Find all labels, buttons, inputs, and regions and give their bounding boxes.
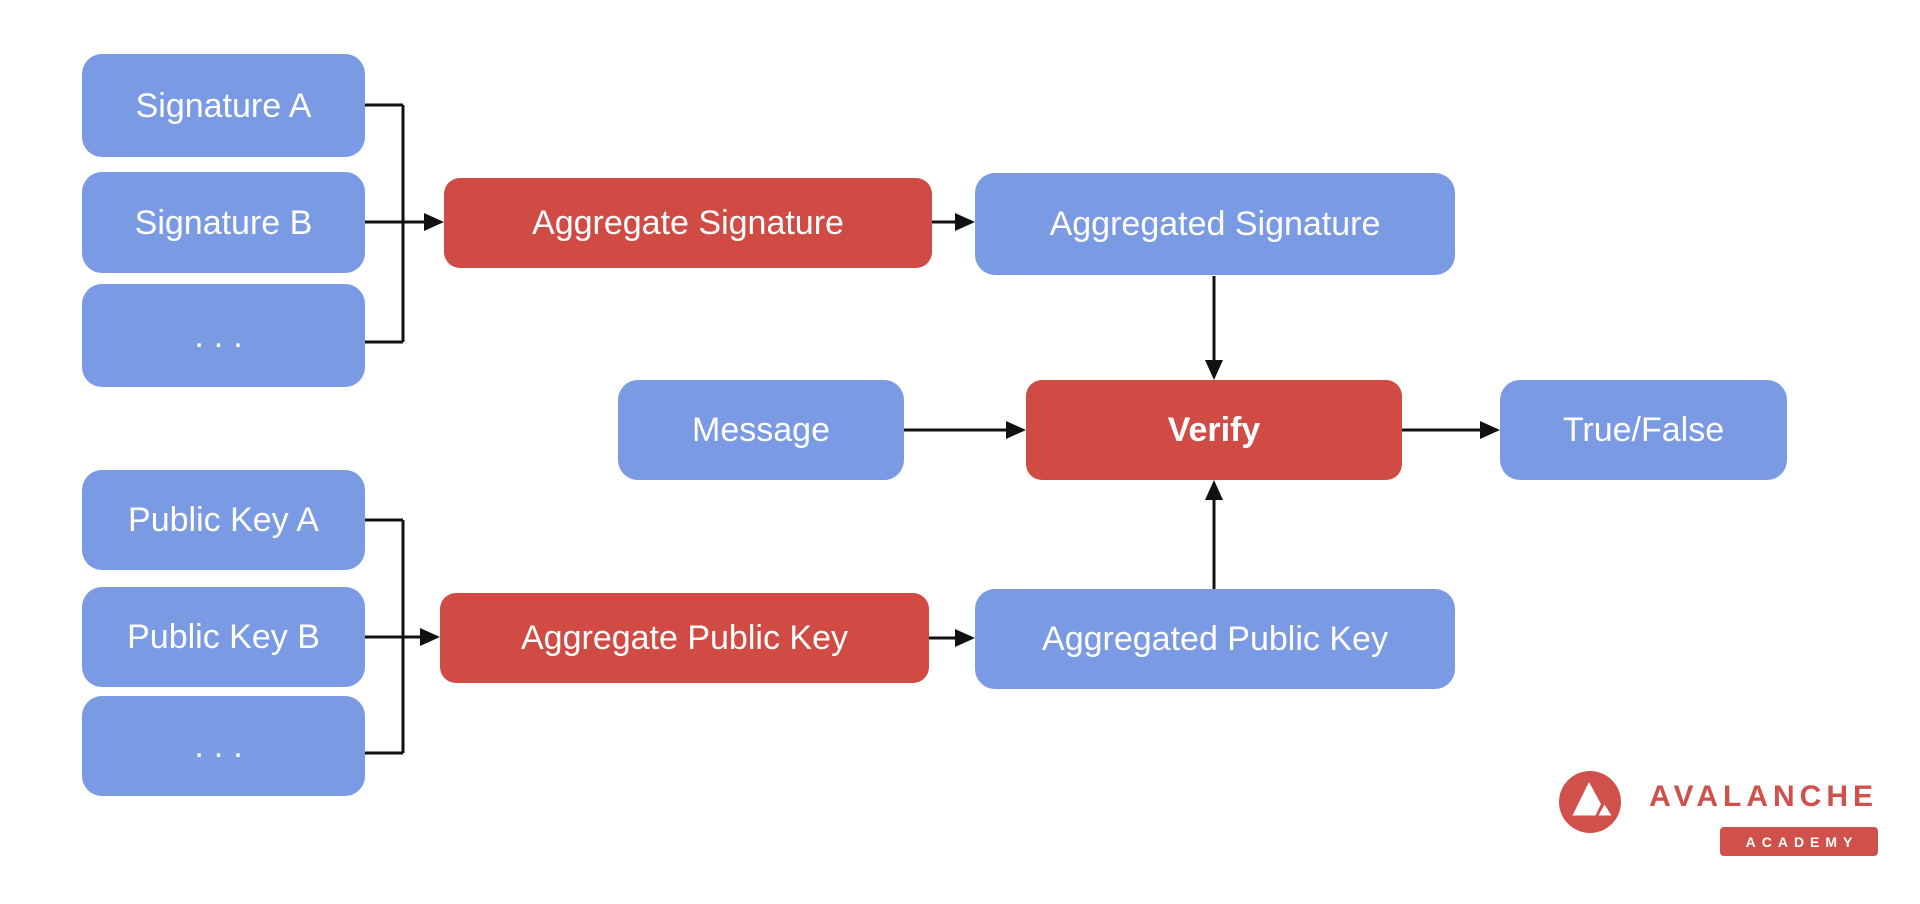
arrow-verify-to-truefalse [1402,421,1500,439]
node-public-key-more: ... [82,696,365,796]
brand-academy-badge: ACADEMY [1720,827,1878,856]
arrow-aggpk-to-aggdpk [929,629,975,647]
node-true-false: True/False [1500,380,1787,480]
node-aggregate-public-key: Aggregate Public Key [440,593,929,683]
node-message: Message [618,380,904,480]
arrow-aggsig-to-aggdsig [932,213,975,231]
arrowhead-to-aggregate-signature [424,213,444,231]
node-signature-more: ... [82,284,365,387]
arrow-message-to-verify [904,421,1026,439]
node-verify: Verify [1026,380,1402,480]
node-public-key-b: Public Key B [82,587,365,687]
node-aggregate-signature: Aggregate Signature [444,178,932,268]
avalanche-academy-logo: AVALANCHE ACADEMY [1558,768,1878,858]
arrow-aggdpk-to-verify [1205,480,1223,589]
node-public-key-a: Public Key A [82,470,365,570]
node-aggregated-signature: Aggregated Signature [975,173,1455,275]
arrowhead-to-aggregate-public-key [420,628,440,646]
avalanche-logo-icon [1559,771,1621,833]
connector-public-keys-bracket [365,518,423,755]
node-signature-a: Signature A [82,54,365,157]
node-signature-b: Signature B [82,172,365,273]
node-aggregated-public-key: Aggregated Public Key [975,589,1455,689]
arrow-aggdsig-to-verify [1205,276,1223,380]
connector-signatures-bracket [365,103,427,344]
brand-wordmark: AVALANCHE [1649,780,1878,813]
